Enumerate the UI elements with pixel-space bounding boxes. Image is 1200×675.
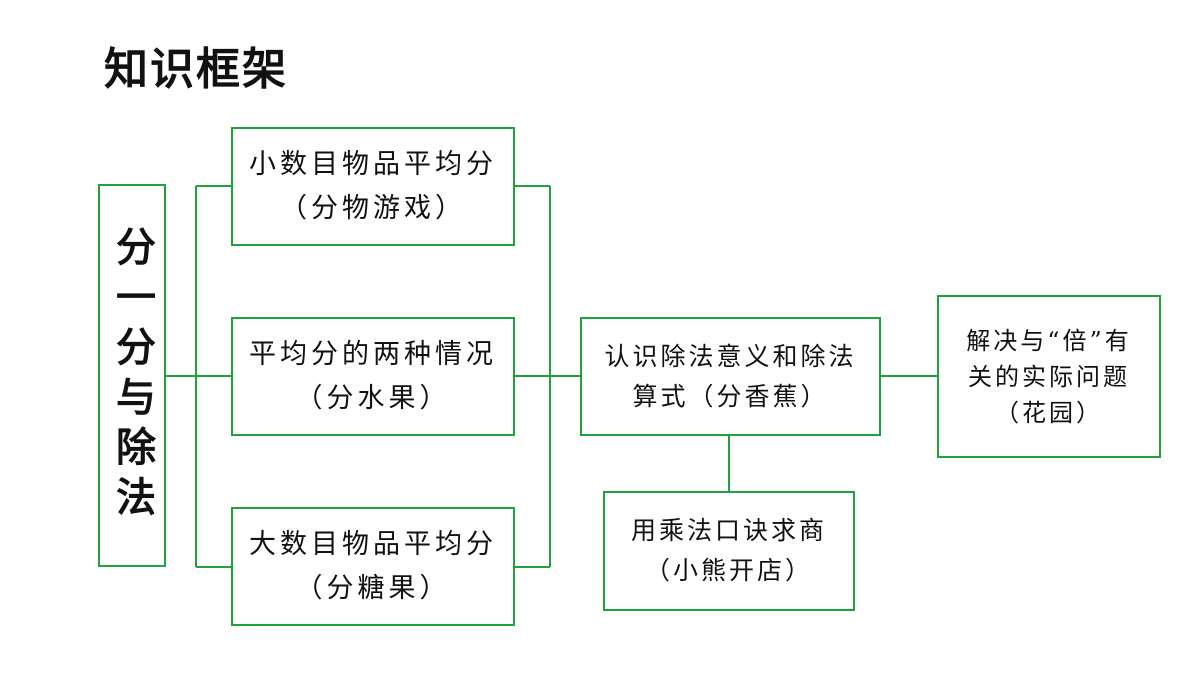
branch-node-label: 平均分的两种情况（分水果）: [249, 338, 497, 414]
branch-node-label: 大数目物品平均分（分糖果）: [249, 528, 497, 604]
root-node: 分一分与除法: [98, 184, 166, 567]
branch-node-large-quantity: 大数目物品平均分（分糖果）: [231, 507, 515, 626]
middle-node-division-meaning: 认识除法意义和除法算式（分香蕉）: [580, 317, 881, 436]
root-node-label: 分一分与除法: [109, 225, 155, 526]
branch-node-small-quantity: 小数目物品平均分（分物游戏）: [231, 127, 515, 246]
bottom-node-label: 用乘法口诀求商（小熊开店）: [630, 516, 827, 585]
middle-node-label: 认识除法意义和除法算式（分香蕉）: [604, 341, 857, 411]
page-title: 知识框架: [104, 44, 288, 95]
right-node-times-problems: 解决与“倍”有关的实际问题（花园）: [937, 295, 1161, 458]
bottom-node-multiplication-table: 用乘法口诀求商（小熊开店）: [603, 491, 855, 611]
right-node-label: 解决与“倍”有关的实际问题（花园）: [966, 326, 1132, 427]
branch-node-label: 小数目物品平均分（分物游戏）: [249, 148, 497, 224]
branch-node-two-cases: 平均分的两种情况（分水果）: [231, 317, 515, 436]
